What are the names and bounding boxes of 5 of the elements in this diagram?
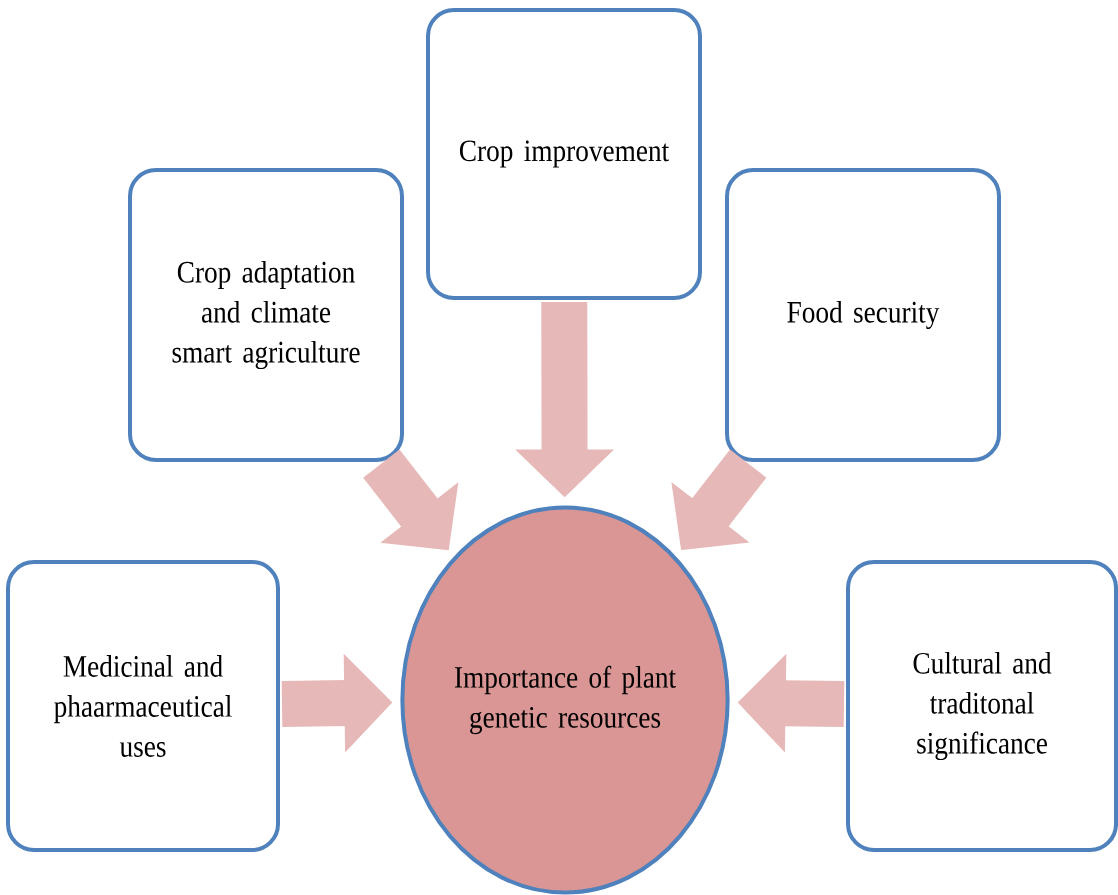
topic-box: Crop improvement <box>426 8 702 300</box>
topic-box: Food security <box>725 168 1001 462</box>
topic-box: Cultural and traditonal significance <box>846 560 1118 852</box>
topic-box: Crop adaptation and climate smart agriculture <box>128 168 404 462</box>
topic-box: Medicinal and phaarmaceutical uses <box>6 560 280 852</box>
